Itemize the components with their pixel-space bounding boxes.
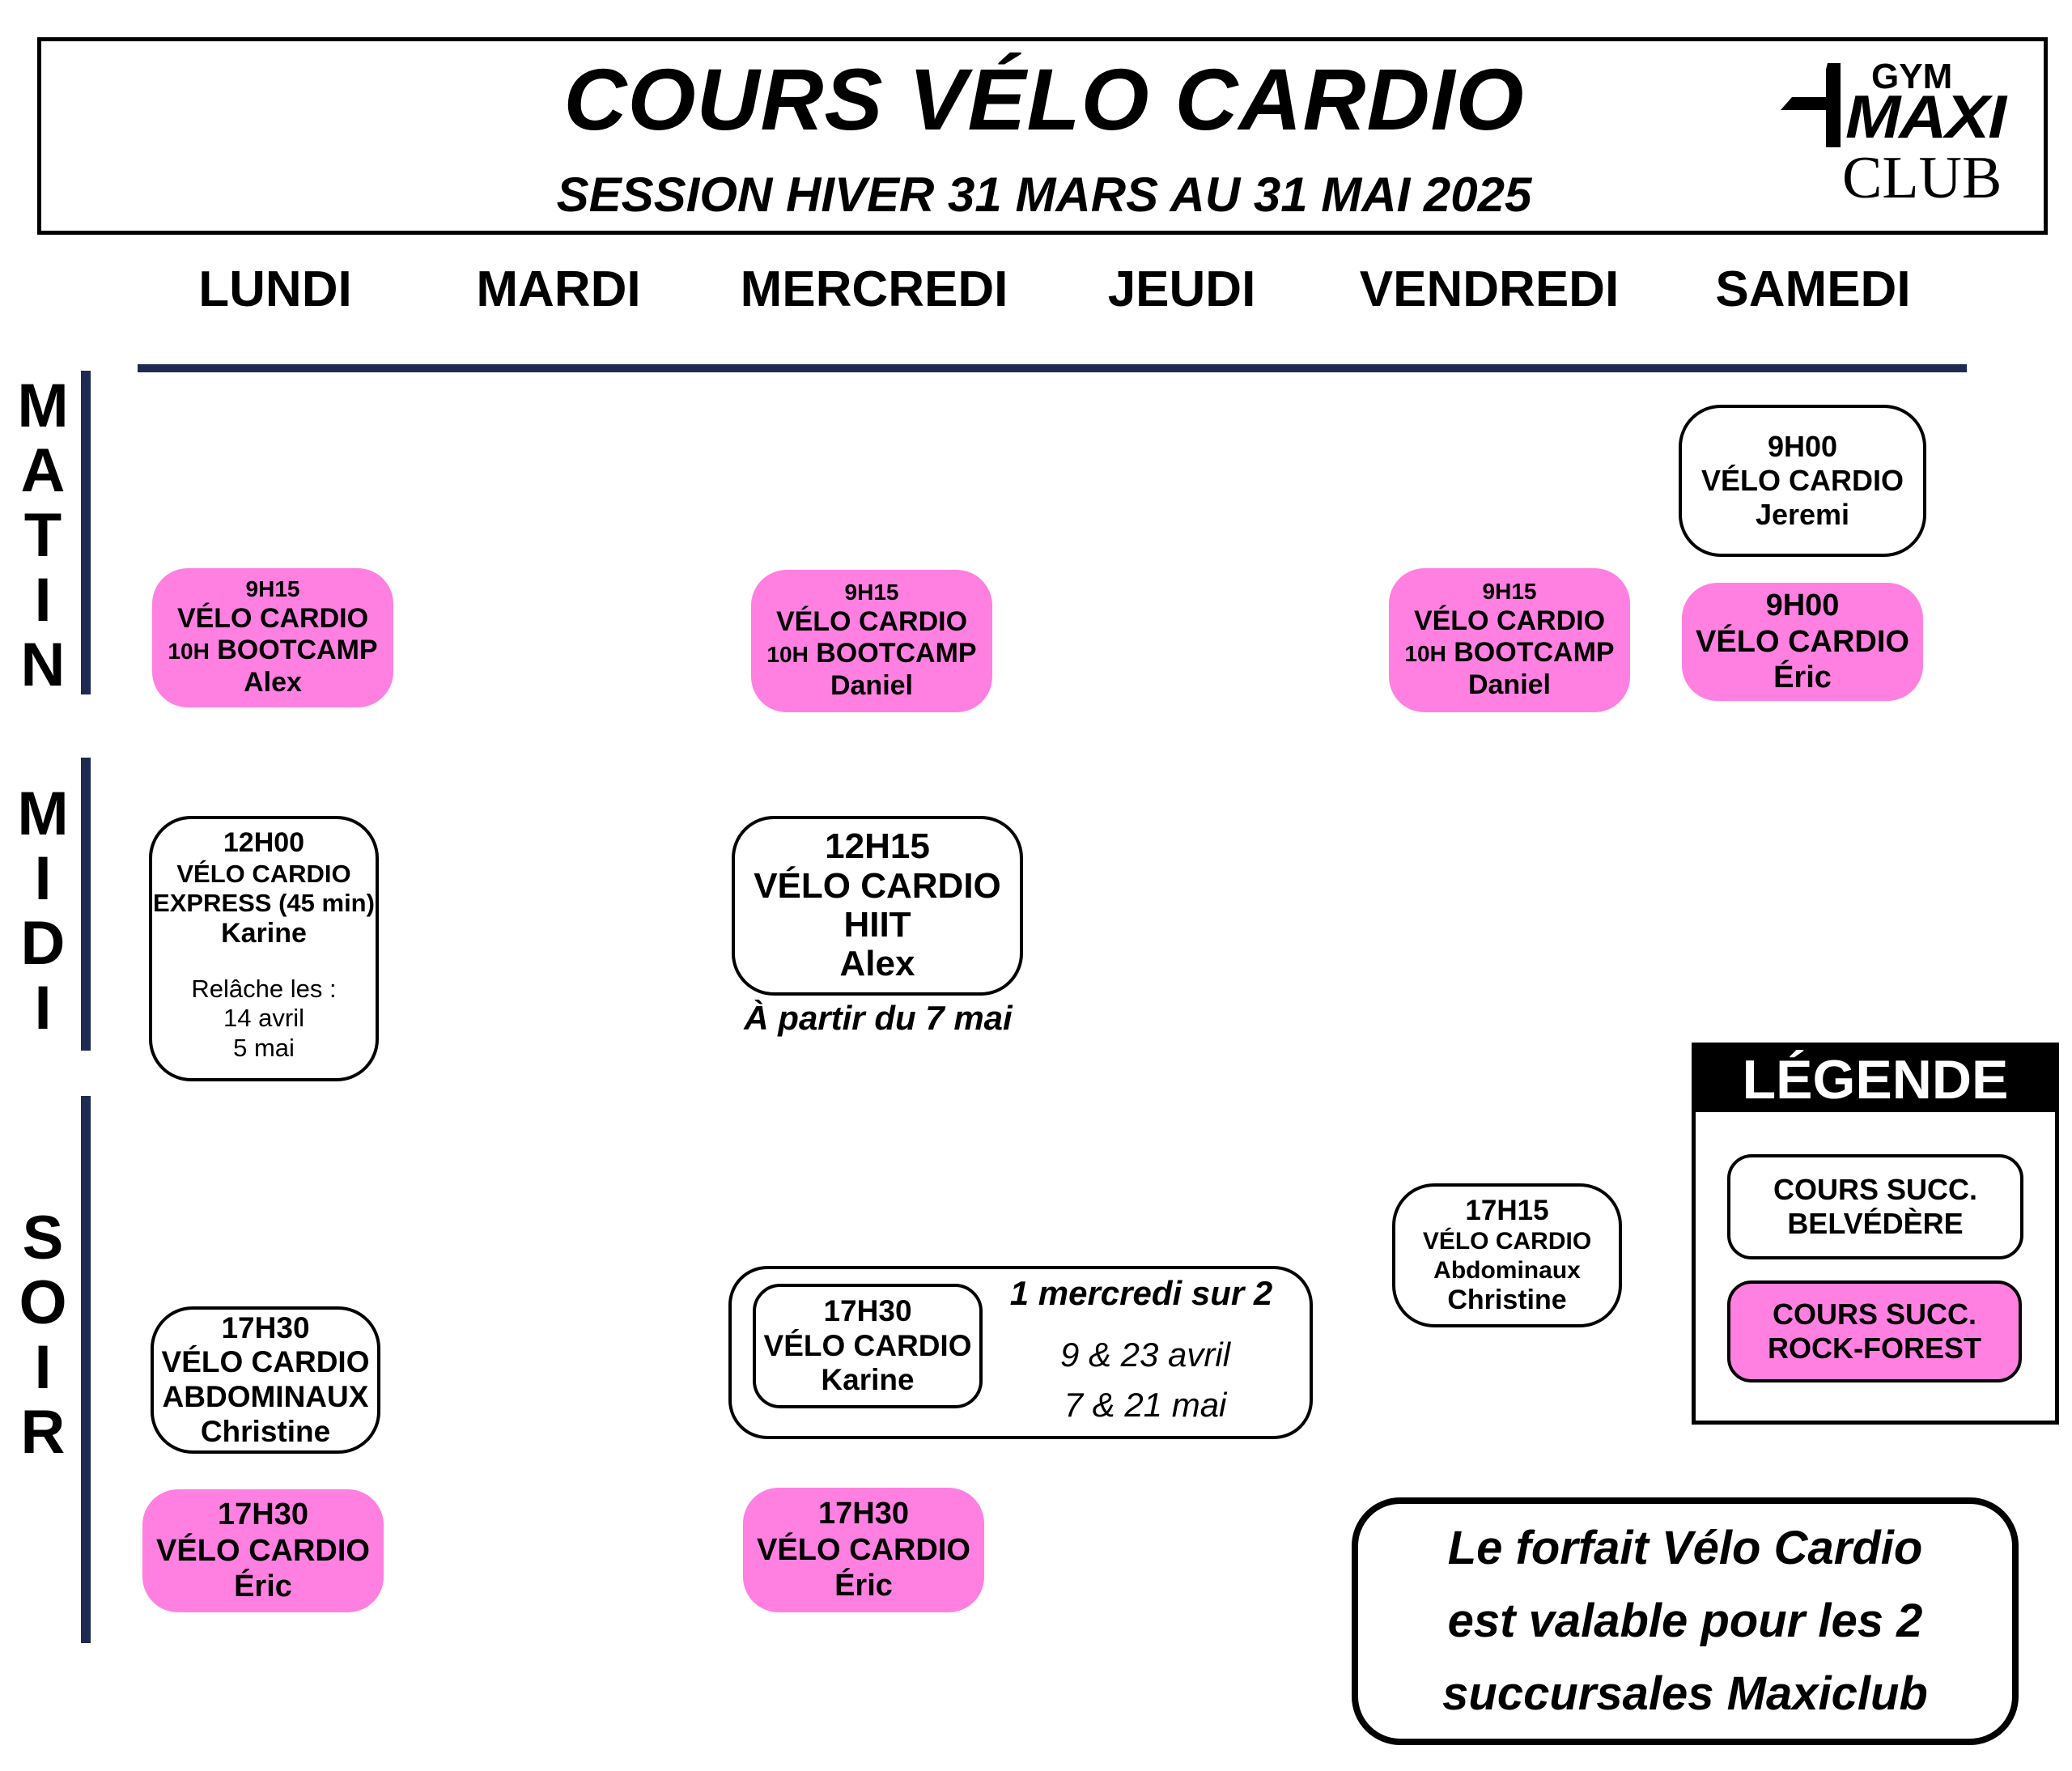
legend-item-rock-forest: COURS SUCC. ROCK-FOREST (1727, 1280, 2022, 1382)
class-card-lundi-soir-rock: 17H30 VÉLO CARDIO Éric (142, 1489, 384, 1612)
header-box (37, 37, 2048, 235)
class-card-mercredi-midi: 12H15 VÉLO CARDIO HIIT Alex (732, 816, 1023, 996)
header-divider (138, 364, 1967, 372)
class-card-lundi-matin: 9H15 VÉLO CARDIO 10H BOOTCAMP Alex (152, 568, 393, 707)
day-header-mardi: MARDI (476, 261, 641, 317)
class-card-mercredi-soir-rock: 17H30 VÉLO CARDIO Éric (743, 1488, 984, 1612)
logo-maxi-text: MAXI (1845, 83, 2006, 151)
biweekly-frequency-text: 1 mercredi sur 2 (1009, 1274, 1273, 1312)
legend-item-belvedere: COURS SUCC. BELVÉDÈRE (1727, 1154, 2023, 1259)
logo-gym-text: GYM (1871, 57, 1953, 96)
mercredi-midi-note: À partir du 7 mai (744, 999, 1013, 1037)
biweekly-dates-avril: 9 & 23 avril (1059, 1336, 1231, 1374)
mercredi-soir-biweekly-box (728, 1266, 1313, 1439)
soir-bar (81, 1096, 91, 1643)
forfait-line-3: succursales Maxiclub (1442, 1667, 1928, 1720)
legend-title: LÉGENDE (1692, 1043, 2059, 1112)
logo-club-text: CLUB (1842, 145, 2002, 211)
forfait-note-box: Le forfait Vélo Cardio est valable pour … (1352, 1497, 2019, 1745)
gym-maxi-club-logo: GYM MAXI CLUB (1781, 57, 2040, 211)
day-header-mercredi: MERCREDI (740, 261, 1008, 317)
class-card-mercredi-soir-belvedere: 17H30 VÉLO CARDIO Karine (753, 1284, 983, 1408)
class-card-samedi-matin-belvedere: 9H00 VÉLO CARDIO Jeremi (1679, 405, 1926, 557)
class-card-samedi-matin-rock: 9H00 VÉLO CARDIO Éric (1682, 583, 1923, 701)
midi-bar (81, 758, 91, 1051)
forfait-line-1: Le forfait Vélo Cardio (1447, 1522, 1923, 1575)
day-header-vendredi: VENDREDI (1359, 261, 1620, 317)
biweekly-dates-mai: 7 & 21 mai (1064, 1386, 1227, 1424)
class-card-lundi-soir-belvedere: 17H30 VÉLO CARDIO ABDOMINAUX Christine (151, 1306, 380, 1454)
day-header-jeudi: JEUDI (1107, 261, 1256, 317)
plus-arrow-icon (1781, 63, 1841, 147)
class-card-vendredi-matin: 9H15 VÉLO CARDIO 10H BOOTCAMP Daniel (1389, 568, 1630, 712)
class-card-lundi-midi: 12H00 VÉLO CARDIO EXPRESS (45 min) Karin… (149, 816, 379, 1081)
forfait-line-2: est valable pour les 2 (1447, 1595, 1923, 1648)
day-header-lundi: LUNDI (198, 261, 352, 317)
page-subtitle: SESSION HIVER 31 MARS AU 31 MAI 2025 (556, 168, 1532, 222)
page-title: COURS VÉLO CARDIO (563, 50, 1525, 148)
matin-bar (81, 371, 91, 694)
class-card-mercredi-matin: 9H15 VÉLO CARDIO 10H BOOTCAMP Daniel (751, 570, 992, 712)
day-header-samedi: SAMEDI (1715, 261, 1911, 317)
class-card-vendredi-soir: 17H15 VÉLO CARDIO Abdominaux Christine (1392, 1183, 1622, 1327)
